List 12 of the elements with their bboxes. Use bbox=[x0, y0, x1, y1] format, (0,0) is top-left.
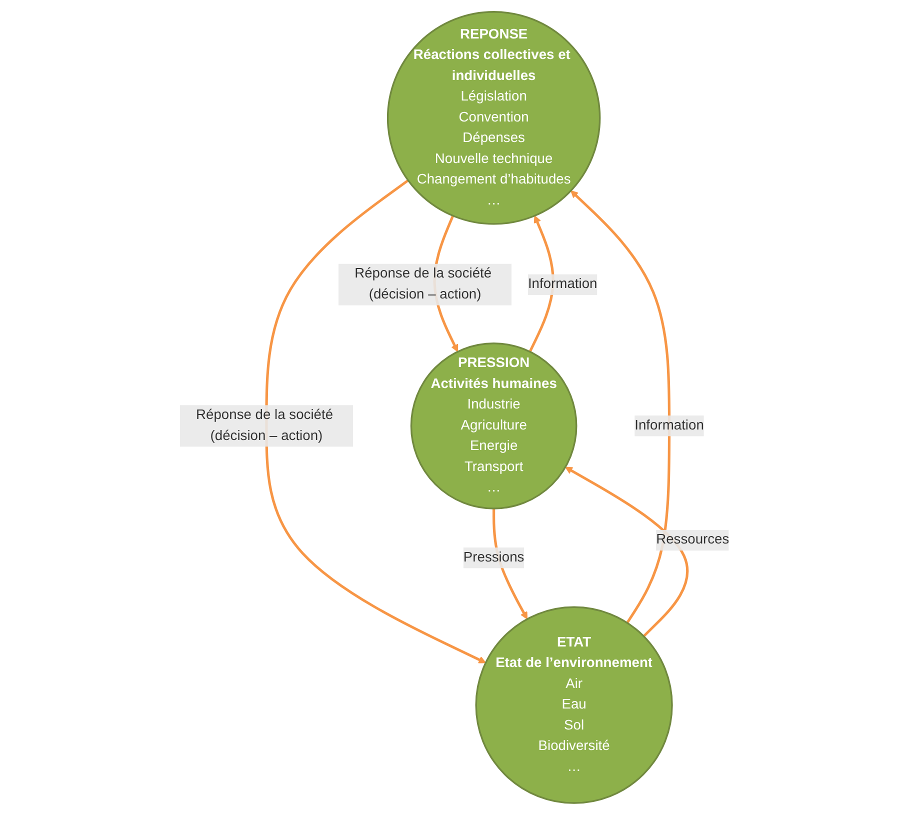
edge-label: Réponse de la société (décision – action) bbox=[196, 407, 334, 443]
arrow bbox=[266, 178, 486, 663]
edge-label: Information bbox=[635, 418, 704, 432]
edge-label: Information bbox=[528, 276, 598, 292]
node-circle: ETAT Etat de l’environnement Air Eau Sol Biodiversité … bbox=[476, 606, 674, 804]
edge-label: Réponse de la société (décision – action) bbox=[355, 266, 492, 302]
arrow bbox=[565, 466, 690, 637]
edge-label: Pressions bbox=[464, 550, 525, 564]
arrow bbox=[570, 190, 671, 624]
node-circle: REPONSE Réactions collectives et individuelles Législation Convention Dépenses Nouvelle technique Changement d’habitudes … bbox=[387, 10, 602, 224]
edge-label: Ressources bbox=[656, 532, 730, 547]
node-circle: PRESSION Activités humaines Industrie Agriculture Energie Transport … bbox=[410, 342, 578, 509]
